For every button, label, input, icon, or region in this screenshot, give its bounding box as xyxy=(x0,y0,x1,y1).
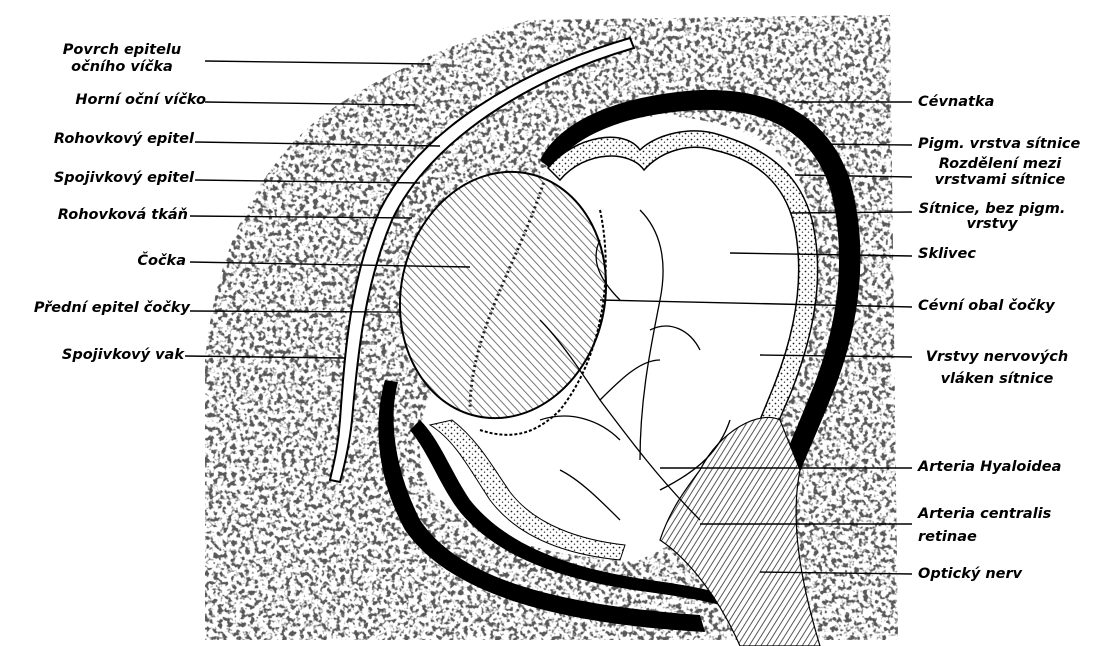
label-rohovkova-tkan: Rohovková tkáň xyxy=(10,207,188,224)
label-pigm-vrstva: Pigm. vrstva sítnice xyxy=(918,136,1080,153)
label-arteria-hyaloidea: Arteria Hyaloidea xyxy=(918,459,1061,476)
label-opticky-nerv: Optický nerv xyxy=(918,566,1022,583)
label-horni-ocni-vicko: Horní oční víčko xyxy=(20,92,206,109)
label-spojivkovy-epitel: Spojivkový epitel xyxy=(10,170,194,187)
label-sitnice: Sítnice, bez pigm. vrstvy xyxy=(912,202,1072,232)
label-cocka: Čočka xyxy=(10,253,186,270)
label-cevni-obal: Cévní obal čočky xyxy=(918,298,1055,315)
label-predni-epitel-cocky: Přední epitel čočky xyxy=(4,300,190,317)
label-vrstvy-vlaken: Vrstvy nervových vláken sítnice xyxy=(918,346,1076,390)
label-arteria-centralis: Arteria centralis retinae xyxy=(918,503,1051,549)
label-cevnatka: Cévnatka xyxy=(918,94,994,111)
label-rozdeleni: Rozdělení mezi vrstvami sítnice xyxy=(912,156,1088,188)
label-spojivkovy-vak: Spojivkový vak xyxy=(10,347,184,364)
label-rohovkovy-epitel: Rohovkový epitel xyxy=(10,131,194,148)
label-sklivec: Sklivec xyxy=(918,246,976,263)
label-povrch-epitelu: Povrch epitelu očního víčka xyxy=(36,42,208,76)
